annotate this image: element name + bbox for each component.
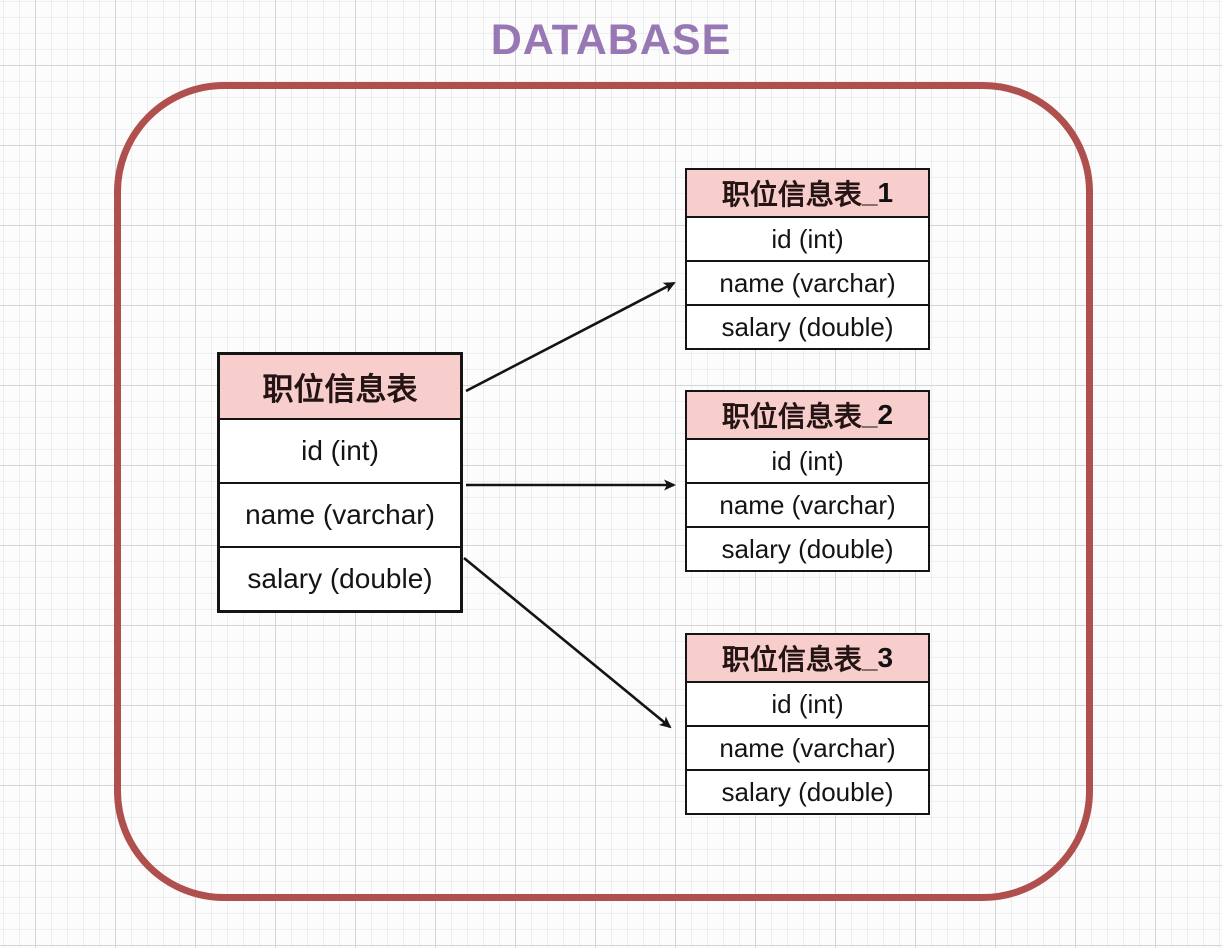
- table-shard-3-suffix: _3: [861, 642, 894, 673]
- table-row-field: salary (double): [687, 771, 928, 813]
- table-shard-3-header: 职位信息表_3: [687, 635, 928, 683]
- table-row-field: id (int): [687, 683, 928, 727]
- database-boundary-box: [114, 82, 1093, 901]
- table-row-field: name (varchar): [687, 484, 928, 528]
- table-shard-2-title: 职位信息表: [721, 402, 862, 433]
- table-source: 职位信息表 id (int) name (varchar) salary (do…: [217, 352, 463, 613]
- table-source-header: 职位信息表: [220, 355, 460, 420]
- table-row-field: salary (double): [687, 306, 928, 348]
- table-shard-1-title: 职位信息表: [721, 180, 862, 211]
- table-shard-1-header: 职位信息表_1: [687, 170, 928, 218]
- table-shard-2: 职位信息表_2 id (int) name (varchar) salary (…: [685, 390, 930, 572]
- table-row-field: salary (double): [687, 528, 928, 570]
- table-shard-2-header: 职位信息表_2: [687, 392, 928, 440]
- table-shard-1-suffix: _1: [861, 177, 894, 208]
- table-shard-2-suffix: _2: [861, 399, 894, 430]
- table-row-field: id (int): [220, 420, 460, 484]
- diagram-title: DATABASE: [490, 16, 732, 64]
- table-shard-3: 职位信息表_3 id (int) name (varchar) salary (…: [685, 633, 930, 815]
- table-row-field: name (varchar): [687, 727, 928, 771]
- table-row-field: name (varchar): [687, 262, 928, 306]
- table-row-field: name (varchar): [220, 484, 460, 548]
- table-row-field: id (int): [687, 218, 928, 262]
- table-row-field: salary (double): [220, 548, 460, 610]
- table-shard-1: 职位信息表_1 id (int) name (varchar) salary (…: [685, 168, 930, 350]
- table-source-title: 职位信息表: [262, 372, 418, 407]
- table-shard-3-title: 职位信息表: [721, 645, 862, 676]
- table-row-field: id (int): [687, 440, 928, 484]
